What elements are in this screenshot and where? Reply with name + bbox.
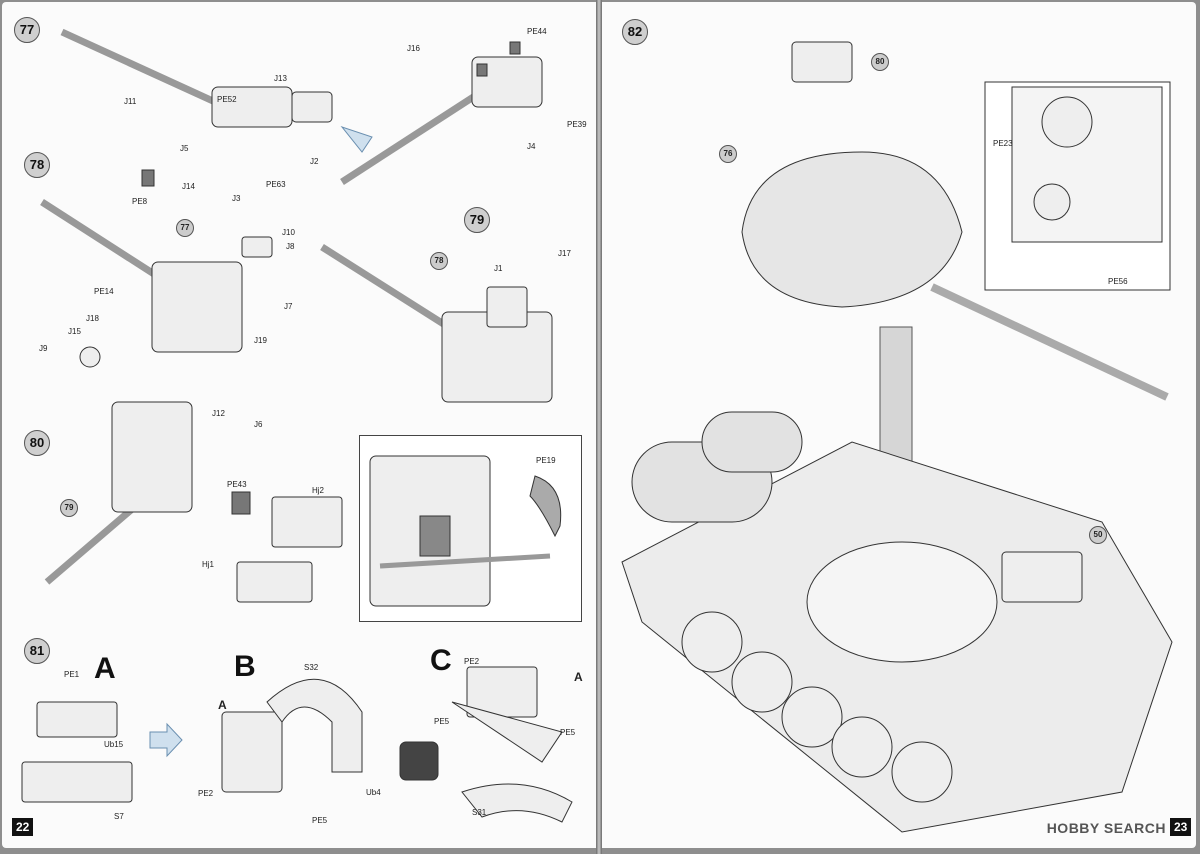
variant-a-label: A	[94, 652, 116, 685]
part-label: J2	[310, 157, 319, 166]
page-22-illustrations	[21, 28, 573, 823]
part-label: PE52	[217, 95, 237, 104]
part-label: J1	[494, 264, 503, 273]
watermark: HOBBY SEARCH	[1046, 820, 1166, 836]
part-label: PE2	[464, 657, 480, 666]
part-label: PE8	[132, 197, 148, 206]
step-ref-78: 78	[430, 252, 448, 270]
part-label: J9	[39, 344, 48, 353]
step-ref-76: 76	[719, 145, 737, 163]
part-label: Hj2	[312, 486, 325, 495]
part-label: J7	[284, 302, 293, 311]
part-label: PE43	[227, 480, 247, 489]
part-label: J16	[407, 44, 420, 53]
part-label: PE63	[266, 180, 286, 189]
step-79-number: 79	[464, 207, 490, 233]
step-82-number: 82	[622, 19, 648, 45]
part-label: A	[218, 698, 227, 712]
step-77-number: 77	[14, 17, 40, 43]
inset-drawing	[369, 455, 562, 607]
part-label: J13	[274, 74, 287, 83]
page-23-illustrations	[621, 41, 1173, 833]
part-label: J8	[286, 242, 295, 251]
instruction-page-22: 77 J16 PE44 J11 J13 PE52 J5 J2 J14 J3 PE…	[2, 2, 596, 848]
part-label: Ub15	[104, 740, 124, 749]
part-label: J12	[212, 409, 225, 418]
part-label: PE5	[434, 717, 450, 726]
part-label: Ub4	[366, 788, 381, 797]
part-label: PE14	[94, 287, 114, 296]
step-ref-50: 50	[1089, 526, 1107, 544]
part-label: PE56	[1108, 277, 1128, 286]
step-ref-79: 79	[60, 499, 78, 517]
part-label: PE39	[567, 120, 587, 129]
part-label: S32	[304, 663, 319, 672]
page-number-right: 23	[1170, 818, 1192, 836]
part-label: PE23	[993, 139, 1013, 148]
part-label: S31	[472, 808, 487, 817]
book-spine	[596, 0, 602, 854]
part-label: J17	[558, 249, 571, 258]
step-80-number: 80	[24, 430, 50, 456]
part-label: J4	[527, 142, 536, 151]
part-label: J3	[232, 194, 241, 203]
part-label: J11	[124, 97, 137, 106]
variant-b-label: B	[234, 650, 256, 683]
part-label: PE44	[527, 27, 547, 36]
step-78-number: 78	[24, 152, 50, 178]
variant-c-label: C	[430, 644, 452, 677]
step-ref-80: 80	[871, 53, 889, 71]
part-label: PE19	[536, 456, 556, 465]
part-label: Hj1	[202, 560, 215, 569]
part-label: J19	[254, 336, 267, 345]
page-number-left: 22	[12, 818, 34, 836]
part-label: PE5	[560, 728, 576, 737]
step-81-number: 81	[24, 638, 50, 664]
part-label: S7	[114, 812, 124, 821]
part-label: PE2	[198, 789, 214, 798]
part-label: J18	[86, 314, 99, 323]
instruction-page-23: 82 80 76 50 PE23 PE56 23 HOBBY SEARCH	[602, 2, 1196, 848]
part-label: A	[574, 670, 583, 684]
part-label: J15	[68, 327, 81, 336]
part-label: J14	[182, 182, 195, 191]
part-label: J6	[254, 420, 263, 429]
part-label: J10	[282, 228, 295, 237]
detail-inset-79: PE19	[359, 435, 582, 622]
part-label: PE5	[312, 816, 328, 825]
step-ref-77: 77	[176, 219, 194, 237]
part-label: PE1	[64, 670, 80, 679]
part-label: J5	[180, 144, 189, 153]
